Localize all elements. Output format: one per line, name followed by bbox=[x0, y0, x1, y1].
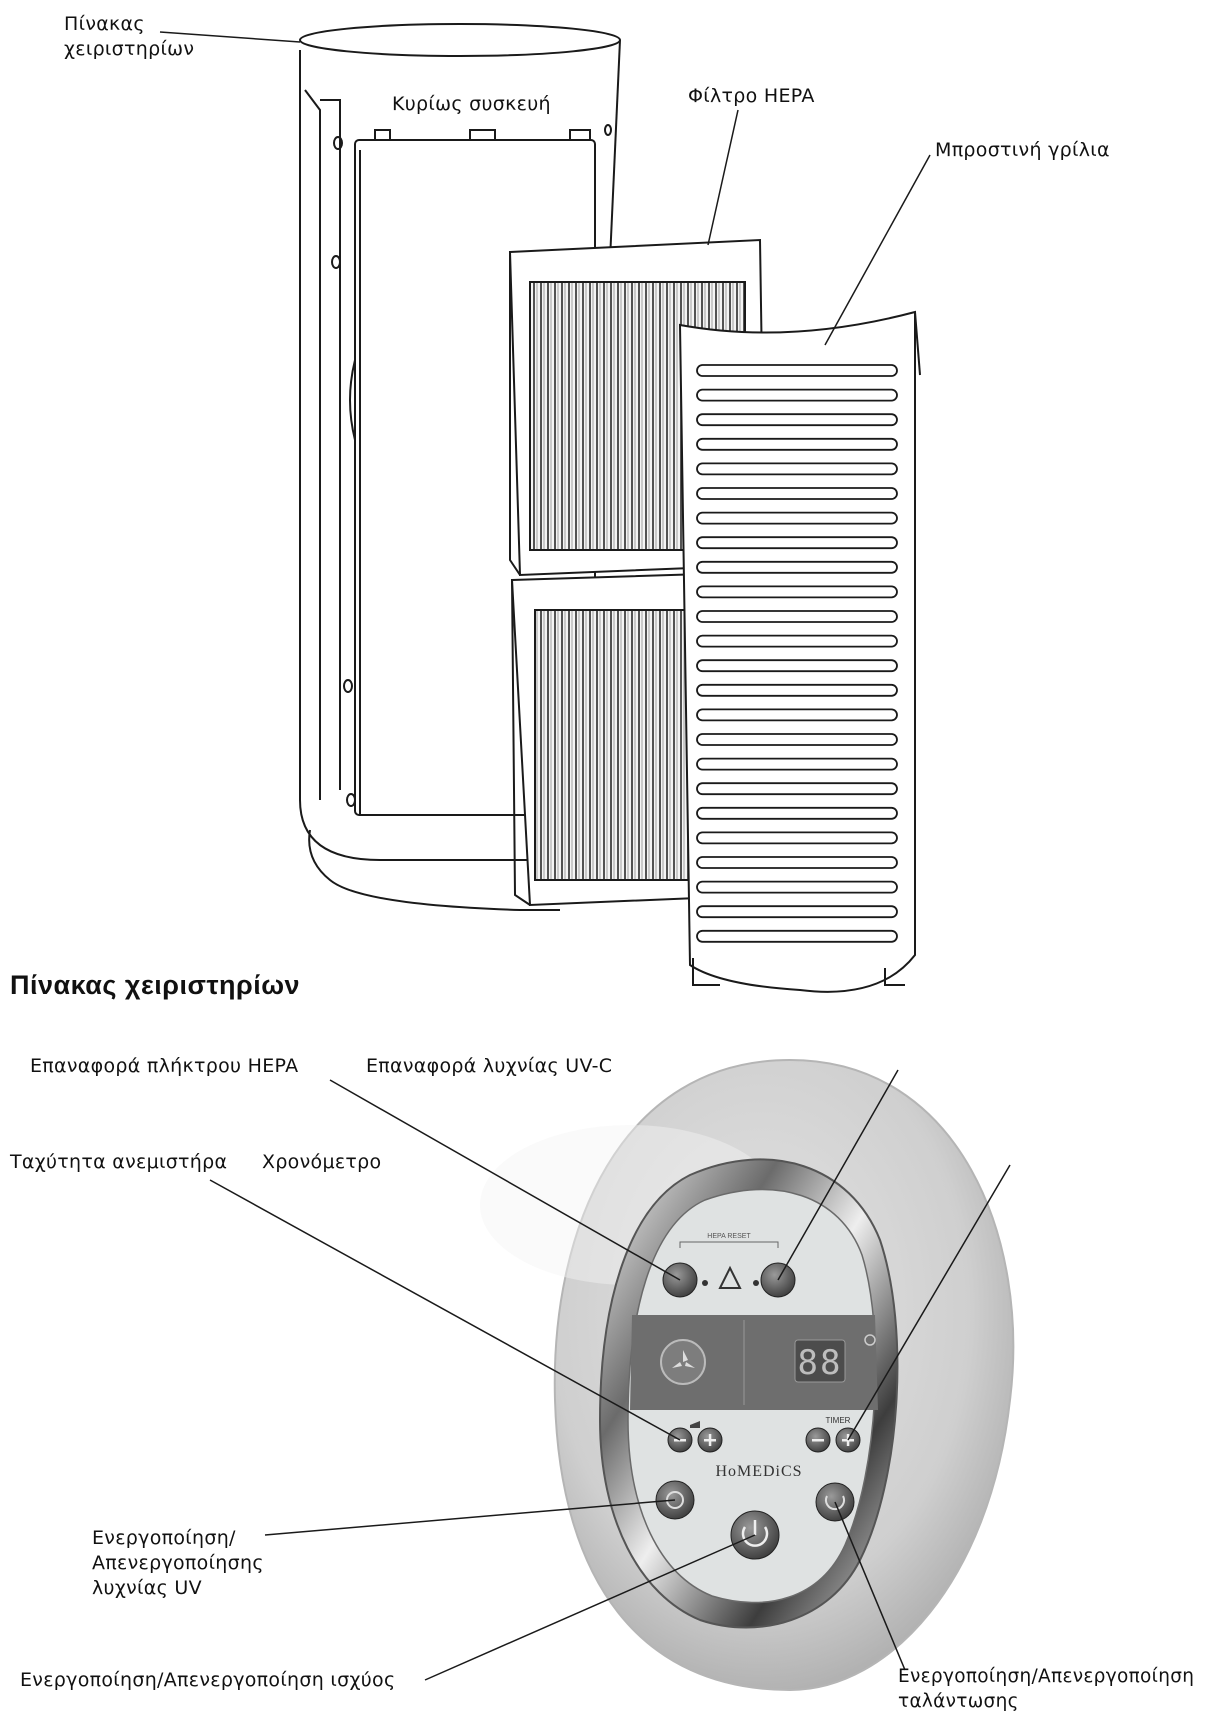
section-title: Πίνακας χειριστηρίων bbox=[10, 970, 301, 1000]
label-power-toggle: Ενεργοποίηση/Απενεργοποίηση ισχύος bbox=[20, 1669, 396, 1691]
grille-slot bbox=[696, 782, 898, 796]
grille-slot bbox=[696, 659, 898, 673]
grille-slot bbox=[696, 733, 898, 746]
label-control-panel-top: Πίνακας χειριστηρίων bbox=[64, 13, 195, 60]
grille-slot bbox=[696, 536, 898, 550]
grille-slot bbox=[696, 806, 898, 820]
label-oscillation: Ενεργοποίηση/Απενεργοποίηση ταλάντωσης bbox=[898, 1666, 1195, 1712]
grille-slot bbox=[696, 585, 898, 599]
label-hepa-filter: Φίλτρο HEPA bbox=[688, 85, 815, 107]
label-main-unit: Κυρίως συσκευή bbox=[392, 93, 551, 115]
leader-lines bbox=[159, 31, 1011, 1681]
grille-slot bbox=[696, 929, 898, 943]
grille-slot bbox=[696, 610, 898, 623]
grille-slot bbox=[696, 634, 898, 648]
grille-slot bbox=[696, 413, 898, 427]
grille-slot bbox=[696, 757, 898, 771]
grille-slot bbox=[696, 683, 898, 697]
grille-slot bbox=[696, 364, 898, 377]
label-hepa-reset: Επαναφορά πλήκτρου HEPA bbox=[30, 1055, 299, 1077]
grille-slot bbox=[696, 905, 898, 919]
grille-slots bbox=[696, 364, 898, 943]
control-panel-photo bbox=[480, 1058, 1015, 1692]
label-fan-speed: Ταχύτητα ανεμιστήρα bbox=[10, 1151, 228, 1173]
grille-slot bbox=[696, 708, 898, 722]
grille-slot bbox=[696, 560, 898, 574]
grille-slot bbox=[696, 831, 898, 845]
label-uv-reset: Επαναφορά λυχνίας UV-C bbox=[366, 1055, 613, 1077]
grille-slot bbox=[696, 880, 898, 894]
reset-caption: HEPA RESET bbox=[707, 1233, 751, 1240]
timer-caption: TIMER bbox=[826, 1416, 851, 1425]
grille-slot bbox=[696, 856, 898, 869]
brand-logo: HoMEDiCS bbox=[715, 1463, 802, 1480]
grille-slot bbox=[696, 437, 898, 451]
front-grille-drawing bbox=[678, 310, 921, 993]
label-timer: Χρονόμετρο bbox=[262, 1151, 382, 1173]
label-uv-toggle: Ενεργοποίηση/ Απενεργοποίησης λυχνίας UV bbox=[92, 1527, 264, 1599]
grille-slot bbox=[696, 487, 898, 500]
label-front-grille: Μπροστινή γρίλια bbox=[935, 139, 1110, 161]
grille-slot bbox=[696, 511, 898, 525]
grille-slot bbox=[696, 388, 898, 402]
grille-slot bbox=[696, 462, 898, 476]
timer-display-digits: 88 bbox=[798, 1343, 843, 1383]
